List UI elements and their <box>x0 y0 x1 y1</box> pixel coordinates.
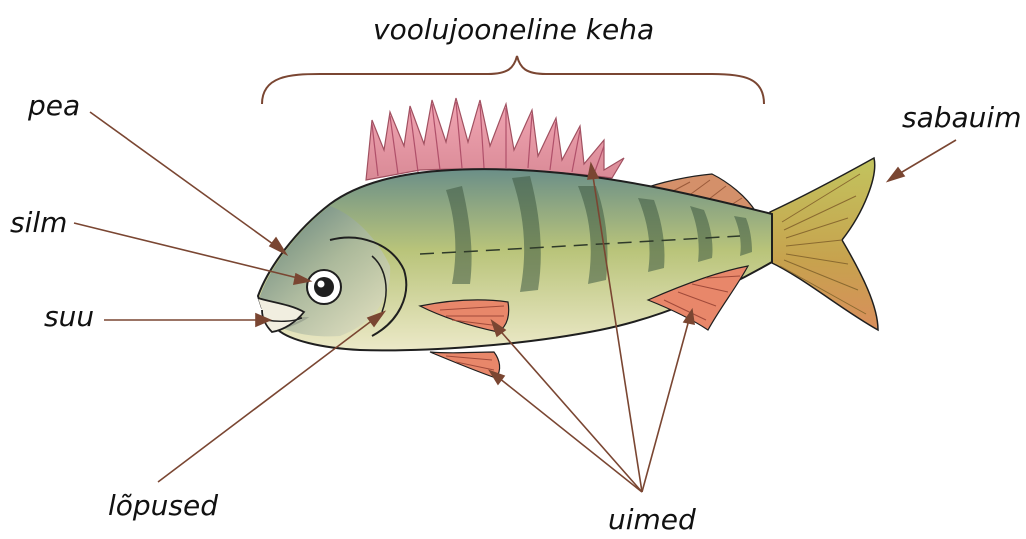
gills-label: lõpused <box>108 492 218 520</box>
tail-fin <box>770 158 878 330</box>
suu-arrow <box>104 314 270 326</box>
body-bracket <box>262 56 764 104</box>
fish-eye <box>307 270 341 304</box>
lopused-arrow <box>158 312 384 482</box>
body-shape-label: voolujooneline keha <box>373 16 654 44</box>
fins-label: uimed <box>608 506 696 534</box>
pea-arrow <box>90 112 286 254</box>
eye-label: silm <box>10 209 67 237</box>
dorsal-fin <box>366 98 624 180</box>
uimed-arrow-anal <box>642 310 694 492</box>
pelvic-fin <box>430 352 500 378</box>
sabauim-arrow <box>888 140 956 181</box>
mouth-label: suu <box>44 303 94 331</box>
tail-fin-label: sabauim <box>902 104 1021 132</box>
uimed-arrow-pelvic <box>490 371 642 492</box>
head-label: pea <box>28 92 80 120</box>
